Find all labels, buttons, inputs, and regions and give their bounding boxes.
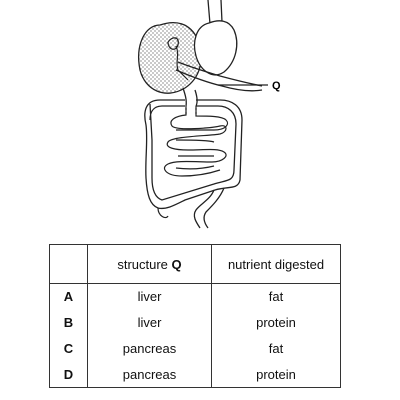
oesophagus bbox=[207, 0, 223, 25]
appendix bbox=[157, 207, 169, 219]
table-row: D pancreas protein bbox=[49, 361, 341, 388]
liver bbox=[138, 22, 202, 94]
small-intestine bbox=[163, 106, 229, 177]
structure-cell: liver bbox=[87, 309, 212, 336]
answer-table: structure Q nutrient digested A liver fa… bbox=[49, 244, 341, 388]
header-structure-q: Q bbox=[171, 256, 182, 272]
nutrient-cell: protein bbox=[211, 361, 341, 388]
header-option-cell bbox=[49, 244, 88, 284]
table-row: A liver fat bbox=[49, 283, 341, 310]
nutrient-cell: fat bbox=[211, 283, 341, 310]
digestive-system-diagram: Q bbox=[138, 0, 281, 229]
structure-cell: pancreas bbox=[87, 335, 212, 362]
option-label: A bbox=[49, 283, 88, 310]
rectum bbox=[193, 187, 225, 229]
duodenum bbox=[182, 87, 198, 107]
nutrient-cell: fat bbox=[211, 335, 341, 362]
structure-cell: pancreas bbox=[87, 361, 212, 388]
header-structure-label: structure bbox=[117, 256, 168, 272]
table-row: C pancreas fat bbox=[49, 335, 341, 362]
stomach bbox=[193, 20, 238, 76]
header-structure: structure Q bbox=[87, 244, 212, 284]
large-intestine bbox=[144, 99, 243, 210]
pancreas bbox=[175, 61, 263, 92]
structure-cell: liver bbox=[87, 283, 212, 310]
bile-duct bbox=[167, 37, 189, 81]
nutrient-cell: protein bbox=[211, 309, 341, 336]
option-label: B bbox=[49, 309, 88, 336]
option-label: C bbox=[49, 335, 88, 362]
label-q: Q bbox=[272, 80, 281, 92]
table-header-row: structure Q nutrient digested bbox=[49, 244, 341, 284]
table-row: B liver protein bbox=[49, 309, 341, 336]
header-nutrient: nutrient digested bbox=[211, 244, 341, 284]
option-label: D bbox=[49, 361, 88, 388]
